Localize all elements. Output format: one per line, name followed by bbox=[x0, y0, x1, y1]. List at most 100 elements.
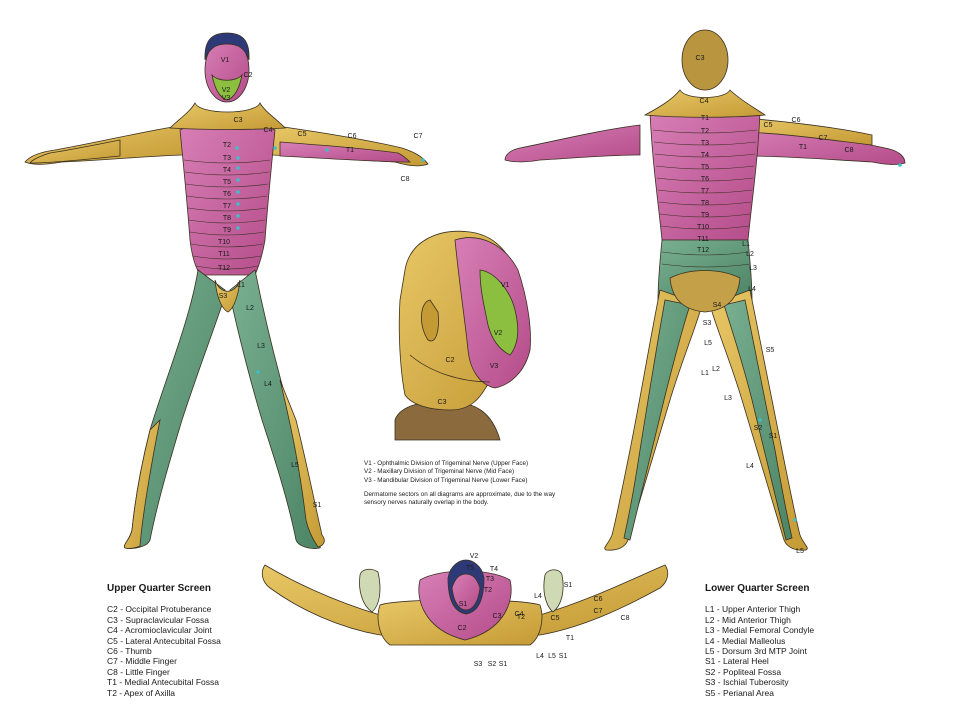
back-head bbox=[681, 29, 729, 91]
back-shoulders bbox=[643, 89, 767, 118]
back-label-t5: T5 bbox=[701, 164, 709, 171]
face-legend-line: V1 - Ophthalmic Division of Trigeminal N… bbox=[364, 460, 529, 467]
prone-label-s1: S1 bbox=[499, 661, 508, 668]
head-label-v3: V3 bbox=[490, 363, 499, 370]
front-label-c2: C2 bbox=[244, 72, 253, 79]
prone-face bbox=[451, 573, 481, 611]
upper-quarter-item: C7 - Middle Finger bbox=[107, 656, 177, 667]
prone-body-figure bbox=[261, 559, 669, 646]
prone-left-foot bbox=[359, 568, 381, 613]
key-point-dots bbox=[235, 146, 902, 522]
back-label-l3: L3 bbox=[749, 265, 757, 272]
front-label-t1: T1 bbox=[346, 147, 354, 154]
front-label-t7: T7 bbox=[223, 203, 231, 210]
upper-quarter-item: T2 - Apex of Axilla bbox=[107, 687, 176, 698]
front-label-t8: T8 bbox=[223, 215, 231, 222]
back-label-l4: L4 bbox=[748, 286, 756, 293]
front-label-v1: V1 bbox=[221, 57, 230, 64]
upper-quarter-item: C3 - Supraclavicular Fossa bbox=[107, 614, 210, 625]
front-label-l4: L4 bbox=[264, 381, 272, 388]
front-body-figure bbox=[24, 32, 429, 549]
lower-quarter-item: S1 - Lateral Heel bbox=[705, 656, 769, 667]
prone-label-s3: S3 bbox=[474, 661, 483, 668]
front-label-v3: V3 bbox=[222, 95, 231, 102]
back-label-t8: T8 bbox=[701, 200, 709, 207]
prone-label-t3: T3 bbox=[486, 576, 494, 583]
back-label-l2: L2 bbox=[746, 251, 754, 258]
back-left-arm bbox=[504, 124, 641, 163]
prone-label-l5: L5 bbox=[548, 653, 556, 660]
back-body-figure bbox=[504, 29, 906, 551]
back-label-s2: S2 bbox=[754, 425, 763, 432]
back-label-s4: S4 bbox=[713, 302, 722, 309]
prone-label-t4: T4 bbox=[490, 566, 498, 573]
front-label-t5: T5 bbox=[223, 179, 231, 186]
prone-right-foot bbox=[543, 569, 564, 613]
upper-quarter-item: C4 - Acromioclavicular Joint bbox=[107, 625, 212, 636]
back-label-t6: T6 bbox=[701, 176, 709, 183]
lower-quarter-title: Lower Quarter Screen bbox=[705, 583, 810, 594]
back-label-t1: T1 bbox=[799, 144, 807, 151]
prone-label-t2: T2 bbox=[517, 614, 525, 621]
back-label-l5: L5 bbox=[704, 340, 712, 347]
front-face-v2 bbox=[211, 73, 243, 101]
front-label-l5: L5 bbox=[291, 462, 299, 469]
upper-quarter-item: C2 - Occipital Protuberance bbox=[107, 604, 212, 615]
prone-label-t2: T2 bbox=[484, 587, 492, 594]
back-label-l4: L4 bbox=[746, 463, 754, 470]
front-label-v2: V2 bbox=[222, 87, 231, 94]
front-label-c4: C4 bbox=[264, 127, 273, 134]
head-label-c2: C2 bbox=[446, 357, 455, 364]
back-label-s5: S5 bbox=[766, 347, 775, 354]
front-label-t4: T4 bbox=[223, 167, 231, 174]
lower-quarter-item: L3 - Medial Femoral Condyle bbox=[705, 625, 815, 636]
back-right-arm-c bbox=[744, 117, 873, 146]
face-nerve-legend: V1 - Ophthalmic Division of Trigeminal N… bbox=[364, 460, 594, 507]
front-label-l2: L2 bbox=[246, 305, 254, 312]
prone-label-c8: C8 bbox=[621, 615, 630, 622]
prone-label-c7: C7 bbox=[594, 608, 603, 615]
back-label-t11: T11 bbox=[697, 236, 709, 243]
front-label-t3: T3 bbox=[223, 155, 231, 162]
back-label-t9: T9 bbox=[701, 212, 709, 219]
front-groin bbox=[214, 279, 241, 313]
prone-label-l4: L4 bbox=[534, 593, 542, 600]
prone-label-s2: S2 bbox=[488, 661, 497, 668]
prone-label-t1: T1 bbox=[566, 635, 574, 642]
back-label-t7: T7 bbox=[701, 188, 709, 195]
back-label-t2: T2 bbox=[701, 128, 709, 135]
front-label-t2: T2 bbox=[223, 142, 231, 149]
lower-quarter-item: L2 - Mid Anterior Thigh bbox=[705, 614, 791, 625]
prone-label-c3: C3 bbox=[493, 613, 502, 620]
back-label-c4: C4 bbox=[700, 98, 709, 105]
back-label-t4: T4 bbox=[701, 152, 709, 159]
prone-label-s1: S1 bbox=[559, 653, 568, 660]
back-label-l2: L2 bbox=[712, 366, 720, 373]
back-label-c7: C7 bbox=[819, 135, 828, 142]
head-label-c3: C3 bbox=[438, 399, 447, 406]
front-label-c3: C3 bbox=[234, 117, 243, 124]
front-head-hair bbox=[204, 32, 250, 61]
lower-quarter-item: S5 - Perianal Area bbox=[705, 687, 774, 698]
back-label-c6: C6 bbox=[792, 117, 801, 124]
back-label-t10: T10 bbox=[697, 224, 709, 231]
front-right-arm-t1 bbox=[279, 141, 411, 163]
front-label-t11: T11 bbox=[218, 251, 230, 258]
prone-label-s1: S1 bbox=[564, 582, 573, 589]
back-right-leg-green bbox=[723, 299, 793, 541]
back-label-t3: T3 bbox=[701, 140, 709, 147]
prone-label-c4: C4 bbox=[515, 611, 524, 618]
back-buttocks bbox=[669, 270, 741, 313]
prone-label-t5: T5 bbox=[466, 565, 474, 572]
upper-quarter-item: T1 - Medial Antecubital Fossa bbox=[107, 677, 219, 688]
front-right-leg-l5 bbox=[279, 379, 325, 548]
front-torso-band-lines bbox=[183, 159, 271, 270]
front-label-l3: L3 bbox=[257, 343, 265, 350]
prone-label-v2: V2 bbox=[470, 553, 479, 560]
prone-label-c6: C6 bbox=[594, 596, 603, 603]
head-side-figure bbox=[394, 230, 531, 441]
dermatome-note: Dermatome sectors on all diagrams are ap… bbox=[364, 490, 556, 507]
back-label-t1: T1 bbox=[701, 115, 709, 122]
